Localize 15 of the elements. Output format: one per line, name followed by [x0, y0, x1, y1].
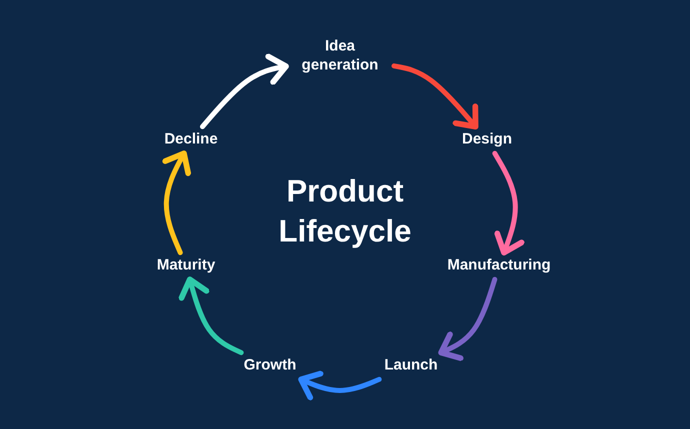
cycle-arrow: [392, 63, 478, 130]
stage-label: Design: [456, 126, 518, 154]
stage-label: Maturity: [150, 252, 222, 280]
cycle-arrow: [492, 150, 524, 256]
stage-label: Manufacturing: [441, 252, 557, 280]
cycle-arrow: [200, 54, 289, 130]
stage-label: Launch: [378, 352, 444, 380]
cycle-arrow: [178, 276, 244, 356]
stage-label: Decline: [158, 126, 224, 154]
cycle-arrow: [438, 276, 498, 362]
stage-label: Growth: [238, 352, 302, 380]
cycle-arrow: [162, 150, 192, 256]
stage-label: Idea generation: [286, 33, 394, 79]
diagram-title: Product Lifecycle: [278, 172, 412, 251]
cycle-arrow: [298, 370, 382, 400]
